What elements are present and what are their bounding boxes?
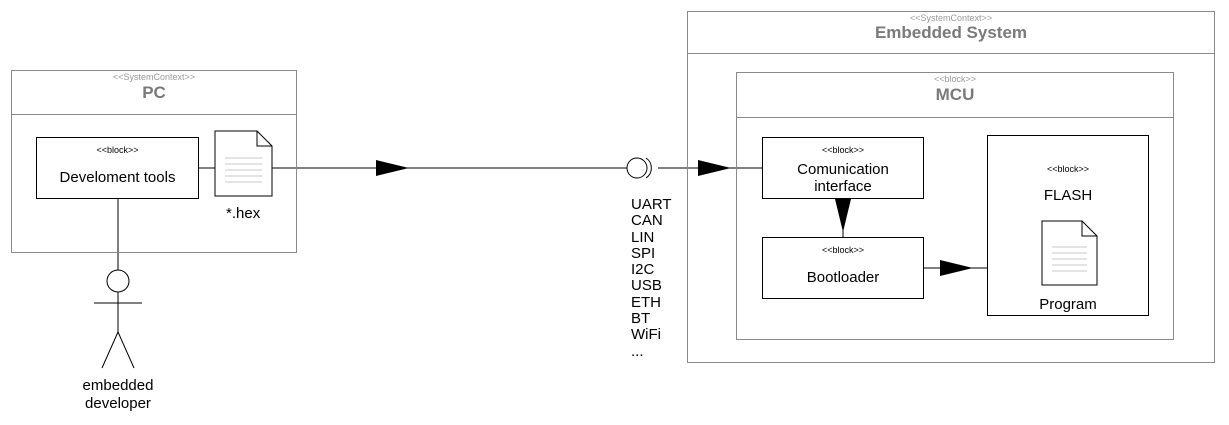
protocol-item: UART <box>631 196 672 213</box>
protocol-item: WiFi <box>631 326 661 344</box>
protocol-item: LIN <box>631 228 655 246</box>
dev-tools-label: Develoment tools <box>59 169 176 186</box>
actor-label-line2: developer <box>85 395 151 412</box>
communication-interface-block[interactable]: <<block>> Comunication interface <box>762 137 924 199</box>
flash-stereotype: <<block>> <box>1046 164 1090 174</box>
hex-file-label: *.hex <box>226 205 261 222</box>
arrow-to-bootloader <box>835 199 851 232</box>
arrow-to-comm <box>698 160 731 176</box>
protocol-item: ... <box>631 342 644 360</box>
flash-label: FLASH <box>1043 187 1093 204</box>
arrow-to-interface <box>376 160 409 176</box>
mcu-title: MCU <box>935 85 975 104</box>
interface-socket <box>645 157 652 179</box>
mcu-separator <box>737 117 1173 118</box>
protocol-item: ETH <box>631 293 661 311</box>
bootloader-label: Bootloader <box>806 269 880 286</box>
pc-title: PC <box>142 83 166 102</box>
comm-label-line2: interface <box>814 178 872 195</box>
mcu-block: <<block>> MCU <box>736 72 1174 340</box>
bootloader-block[interactable]: <<block>> Bootloader <box>762 237 924 299</box>
embedded-system-separator <box>688 53 1214 54</box>
actor-label-line1: embedded <box>82 377 154 394</box>
comm-label-line1: Comunication <box>797 161 889 178</box>
developer-actor-icon <box>94 269 142 369</box>
pc-title-separator <box>12 114 296 115</box>
protocol-item: SPI <box>631 244 656 262</box>
hex-document-icon <box>214 130 273 197</box>
pc-stereotype: <<SystemContext>> <box>112 72 196 82</box>
program-label: Program <box>1039 296 1097 313</box>
program-document-icon <box>1041 220 1098 286</box>
bootloader-stereotype: <<block>> <box>821 245 865 255</box>
mcu-stereotype: <<block>> <box>933 74 977 84</box>
embedded-system-context: <<SystemContext>> Embedded System <box>687 11 1215 363</box>
comm-stereotype: <<block>> <box>821 145 865 155</box>
interface-ball <box>626 157 648 179</box>
embedded-system-title: Embedded System <box>874 23 1028 42</box>
dev-tools-block[interactable]: <<block>> Develoment tools <box>36 137 199 199</box>
protocol-item: I2C <box>631 261 655 279</box>
interface-protocol-list: UART CAN LIN SPI I2C USB ETH BT WiFi ... <box>631 196 672 360</box>
flash-block[interactable]: <<block>> FLASH Program <box>987 135 1149 316</box>
protocol-item: USB <box>631 277 662 295</box>
pc-system-context: <<SystemContext>> PC <box>11 70 297 253</box>
dev-tools-stereotype: <<block>> <box>96 145 139 155</box>
protocol-item: BT <box>631 310 651 328</box>
protocol-item: CAN <box>631 212 663 230</box>
embedded-system-stereotype: <<SystemContext>> <box>909 13 993 23</box>
arrow-to-flash <box>940 260 973 276</box>
